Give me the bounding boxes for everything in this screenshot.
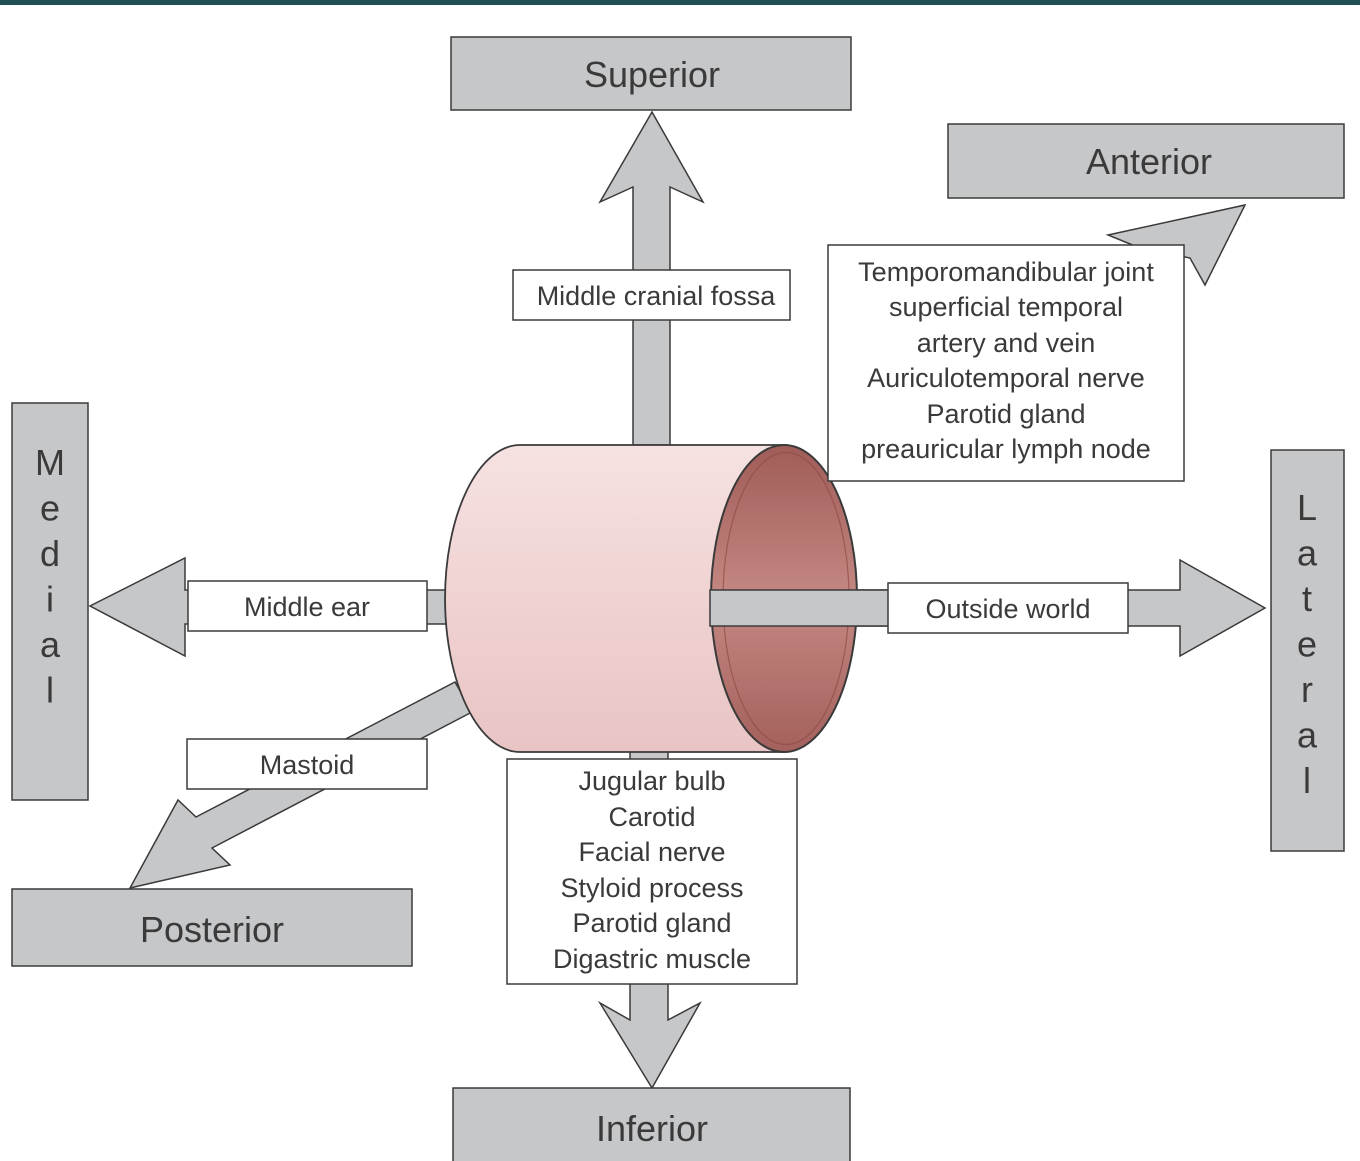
lateral-relation-box: Outside world xyxy=(887,582,1129,634)
lateral-relation-label: Outside world xyxy=(925,594,1090,624)
posterior-relation-label: Mastoid xyxy=(260,750,355,780)
inferior-relation-line: Carotid xyxy=(608,802,695,832)
anterior-relation-line: Parotid gland xyxy=(926,399,1085,429)
medial-relation-box: Middle ear xyxy=(187,580,428,632)
inferior-relation-line: Jugular bulb xyxy=(578,766,725,796)
anterior-relation-line: Temporomandibular joint xyxy=(858,257,1154,287)
inferior-relation-line: Styloid process xyxy=(560,873,743,903)
superior-relation-label: Middle cranial fossa xyxy=(537,281,777,311)
inferior-relation-line: Digastric muscle xyxy=(553,944,751,974)
posterior-relation-box: Mastoid xyxy=(186,738,428,790)
inferior-relation-line: Facial nerve xyxy=(578,837,725,867)
posterior-label: Posterior xyxy=(140,909,284,950)
canal-body xyxy=(444,444,785,753)
anterior-relation-line: superficial temporal xyxy=(889,292,1123,322)
anterior-relation-line: preauricular lymph node xyxy=(861,434,1151,464)
relation-boxes: Middle cranial fossa Temporomandibular j… xyxy=(186,244,1185,985)
superior-relation-box: Middle cranial fossa xyxy=(512,269,791,321)
posterior-box: Posterior xyxy=(11,888,413,967)
anterior-box: Anterior xyxy=(947,123,1345,199)
inferior-relation-box: Jugular bulb Carotid Facial nerve Styloi… xyxy=(506,758,798,985)
superior-box: Superior xyxy=(450,36,852,111)
inferior-relation-line: Parotid gland xyxy=(572,908,731,938)
anterior-relation-box: Temporomandibular joint superficial temp… xyxy=(827,244,1185,482)
lateral-arrow-shaft-overlay xyxy=(709,589,891,627)
anterior-label: Anterior xyxy=(1086,141,1212,182)
inferior-box: Inferior xyxy=(452,1087,851,1161)
anterior-relation-line: Auriculotemporal nerve xyxy=(867,363,1145,393)
superior-label: Superior xyxy=(584,54,720,95)
header-bar xyxy=(0,0,1360,5)
anterior-relation-line: artery and vein xyxy=(917,328,1096,358)
inferior-label: Inferior xyxy=(596,1108,708,1149)
medial-relation-label: Middle ear xyxy=(244,592,370,622)
